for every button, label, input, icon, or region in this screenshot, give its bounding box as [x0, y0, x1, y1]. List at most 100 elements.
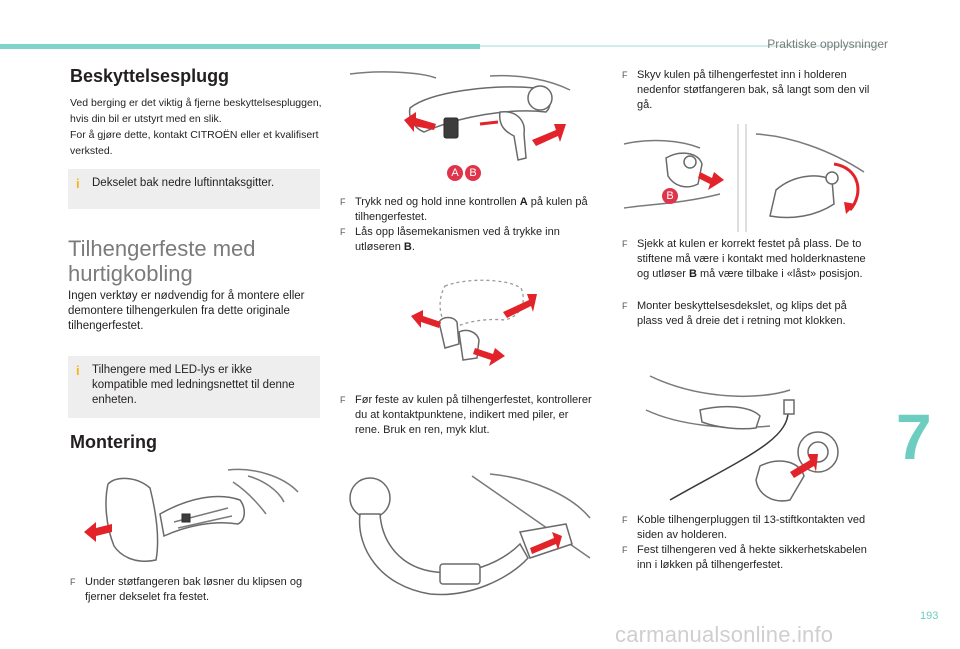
figure-control-release: [349, 71, 571, 161]
chapter-number: 7: [896, 401, 932, 473]
step-text: Trykk ned og hold inne kontrollen A på k…: [340, 195, 590, 225]
arrow-icon: [479, 120, 499, 126]
title-beskyttelsesplugg: Beskyttelsesplugg: [70, 66, 230, 86]
label-a: A: [447, 165, 463, 181]
figure-holder: [518, 523, 573, 559]
arrow-icon: [698, 172, 724, 190]
step-text-part: må være tilbake i «låst» posisjon.: [696, 268, 863, 280]
figure-tow-ball: [349, 473, 591, 596]
step-text: Under støtfangeren bak løsner du klipsen…: [85, 576, 303, 603]
bullet-icon: F: [70, 577, 76, 587]
bullet-icon: F: [622, 301, 628, 311]
bullet-icon: F: [340, 227, 346, 237]
figure-plug-cable: [645, 375, 839, 502]
figure-ball: [349, 477, 391, 519]
watermark: carmanualsonline.info: [615, 622, 834, 647]
figure-check-lock: [623, 124, 865, 232]
figure-lock: [439, 563, 481, 585]
step-attach-cable: F Fest tilhengeren ved å hekte sikkerhet…: [622, 543, 874, 573]
arrow-icon: [411, 310, 441, 328]
figure-bracket: [159, 495, 245, 538]
step-text-part: Sjekk at kulen er korrekt festet på plas…: [637, 238, 866, 280]
figure-pin-right: [458, 329, 480, 361]
step-text: Koble tilhengerpluggen til 13-stiftkonta…: [637, 514, 866, 541]
figure-outline: [227, 468, 299, 515]
figure-control-a: [443, 117, 459, 139]
paragraph-line: Ved berging er det viktig å fjerne besky…: [70, 97, 322, 109]
step-text: Før feste av kulen på tilhengerfestet, k…: [355, 394, 592, 436]
figure-knob: [683, 155, 697, 169]
info-text: Dekselet bak nedre luftinntaksgitter.: [92, 177, 275, 189]
step-check-seated: F Sjekk at kulen er korrekt festet på pl…: [622, 237, 874, 282]
step-check-contacts: F Før feste av kulen på tilhengerfestet,…: [340, 393, 592, 438]
info-icon: i: [76, 176, 80, 191]
figure-loop: [783, 399, 795, 415]
step-text-part: .: [411, 241, 415, 253]
arrow-icon: [532, 124, 566, 146]
step-connect-plug: F Koble tilhengerpluggen til 13-stiftkon…: [622, 513, 874, 543]
arrow-icon: [473, 348, 505, 366]
bullet-icon: F: [622, 545, 628, 555]
bullet-icon: F: [622, 239, 628, 249]
arrow-icon: [84, 522, 112, 542]
info-box-led: i Tilhengere med LED-lys er ikke kompati…: [68, 356, 320, 418]
arrow-icon: [790, 454, 818, 478]
info-text: Tilhengere med LED-lys er ikke kompatibl…: [92, 364, 295, 406]
bullet-icon: F: [622, 515, 628, 525]
page-number: 193: [920, 610, 939, 622]
arrow-icon: [503, 294, 537, 318]
step-insert-ball: F Skyv kulen på tilhengerfestet inn i ho…: [622, 68, 874, 113]
figure-outline: [755, 133, 865, 173]
figure-hitch-head: [665, 152, 703, 188]
paragraph-towing: Ved berging er det viktig å fjerne besky…: [70, 95, 330, 159]
figure-outline: [349, 71, 571, 91]
figure-release-b: [498, 111, 527, 161]
step-text: Lås opp låsemekanismen ved å trykke inn …: [340, 225, 590, 255]
step-text-bold: B: [688, 268, 697, 280]
title-line: Tilhengerfeste med: [68, 236, 256, 261]
arrow-icon: [530, 532, 562, 554]
paragraph-line: For å gjøre dette, kontakt CITROËN eller…: [70, 129, 319, 141]
paragraph-line: verksted.: [70, 145, 113, 157]
step-unlock: F Lås opp låsemekanismen ved å trykke in…: [340, 225, 590, 255]
info-icon: i: [76, 363, 80, 378]
step-text-part: på kulen på tilhengerfestet.: [355, 196, 588, 223]
info-box-cover: i Dekselet bak nedre luftinntaksgitter.: [68, 169, 320, 209]
step-text: Fest tilhengeren ved å hekte sikkerhetsk…: [637, 544, 867, 571]
paragraph-line: hvis din bil er utstyrt med en slik.: [70, 113, 222, 125]
section-header: Praktiske opplysninger: [767, 37, 888, 51]
bullet-icon: F: [340, 395, 346, 405]
step-text: Sjekk at kulen er korrekt festet på plas…: [622, 237, 874, 282]
header-accent-bar: [0, 44, 480, 49]
label-b: B: [465, 165, 481, 181]
figure-cable: [669, 409, 789, 501]
bullet-icon: F: [340, 197, 346, 207]
figure-pin-left: [438, 316, 460, 349]
figure-plug: [755, 460, 805, 502]
figure-contact-points: [411, 279, 537, 366]
label-b: B: [662, 188, 678, 204]
figure-ball: [527, 85, 553, 111]
step-text-part: Lås opp låsemekanismen ved å trykke inn …: [355, 226, 560, 253]
step-text: Skyv kulen på tilhengerfestet inn i hold…: [637, 69, 870, 111]
step-text-part: Trykk ned og hold inne kontrollen: [355, 196, 520, 208]
paragraph-no-tools: Ingen verktøy er nødvendig for å montere…: [68, 290, 305, 332]
figure-bumper-cover: [84, 468, 299, 562]
header-rule: [480, 45, 880, 47]
step-text-bold: A: [519, 196, 528, 208]
title-line: hurtigkobling: [68, 261, 193, 286]
step-remove-cover: F Under støtfangeren bak løsner du klips…: [70, 575, 320, 605]
step-text-bold: B: [403, 241, 412, 253]
arrow-icon: [844, 202, 856, 214]
figure-clip: [181, 513, 191, 523]
figure-bracket: [699, 405, 761, 430]
bullet-icon: F: [622, 70, 628, 80]
title-quick-hitch: Tilhengerfeste med hurtigkobling: [68, 236, 328, 286]
figure-ring: [825, 171, 839, 185]
step-press-control: F Trykk ned og hold inne kontrollen A på…: [340, 195, 590, 225]
figure-cover: [769, 175, 835, 219]
figure-cover-shape: [105, 477, 159, 562]
step-text: Monter beskyttelsesdekslet, og klips det…: [637, 300, 847, 327]
title-montering: Montering: [70, 432, 157, 452]
figure-ball-arm: [358, 513, 529, 596]
